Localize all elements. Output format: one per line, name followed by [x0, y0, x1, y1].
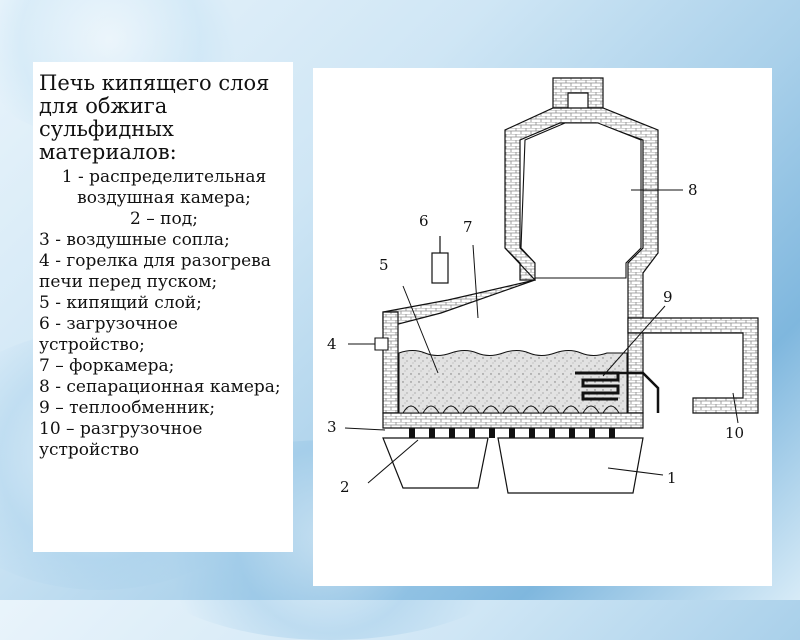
burner: [374, 337, 389, 351]
legend-item-7: 7 – форкамера;: [39, 356, 175, 376]
furnace-walls: [382, 77, 759, 429]
bubbles: [402, 405, 620, 414]
legend-item-8: 8 - сепарационная камера;: [39, 377, 281, 397]
label-6: 6: [419, 212, 429, 230]
legend-item-9: 9 – теплообменник;: [39, 398, 216, 418]
legend-item-3: 3 - воздушные сопла;: [39, 230, 230, 250]
separation-chamber: [520, 122, 642, 279]
leader-lines: [344, 189, 739, 484]
legend-panel: Печь кипящего слоя для обжига сульфидных…: [33, 62, 293, 552]
loading-device: [431, 252, 449, 284]
legend-item-10: 10 – разгрузочное устройство: [39, 419, 203, 460]
legend-title: Печь кипящего слоя для обжига сульфидных…: [39, 71, 270, 164]
label-9: 9: [663, 288, 673, 306]
label-10: 10: [725, 424, 744, 442]
air-chamber-left: [382, 437, 489, 489]
furnace-schematic: 8 5 6 7 4 9 10 3 2 1: [327, 77, 759, 496]
label-7: 7: [463, 218, 473, 236]
legend-item-6: 6 - загрузочное устройство;: [39, 314, 178, 355]
air-chamber-right: [497, 437, 644, 494]
legend-item-4: 4 - горелка для разогрева печи перед пус…: [39, 251, 271, 292]
label-1: 1: [667, 469, 677, 487]
legend-item-5: 5 - кипящий слой;: [39, 293, 202, 313]
legend-item-2: 2 – под;: [130, 209, 198, 229]
label-3: 3: [327, 418, 337, 436]
heat-exchanger: [575, 371, 620, 401]
label-8: 8: [688, 181, 698, 199]
label-5: 5: [379, 256, 389, 274]
legend-item-1: 1 - распределительная воздушная камера;: [61, 167, 267, 208]
furnace-diagram: 8 5 6 7 4 9 10 3 2 1: [313, 68, 772, 586]
air-nozzles: [409, 428, 615, 438]
label-4: 4: [327, 335, 337, 353]
label-2: 2: [340, 478, 350, 496]
fluid-bed: [398, 350, 628, 414]
